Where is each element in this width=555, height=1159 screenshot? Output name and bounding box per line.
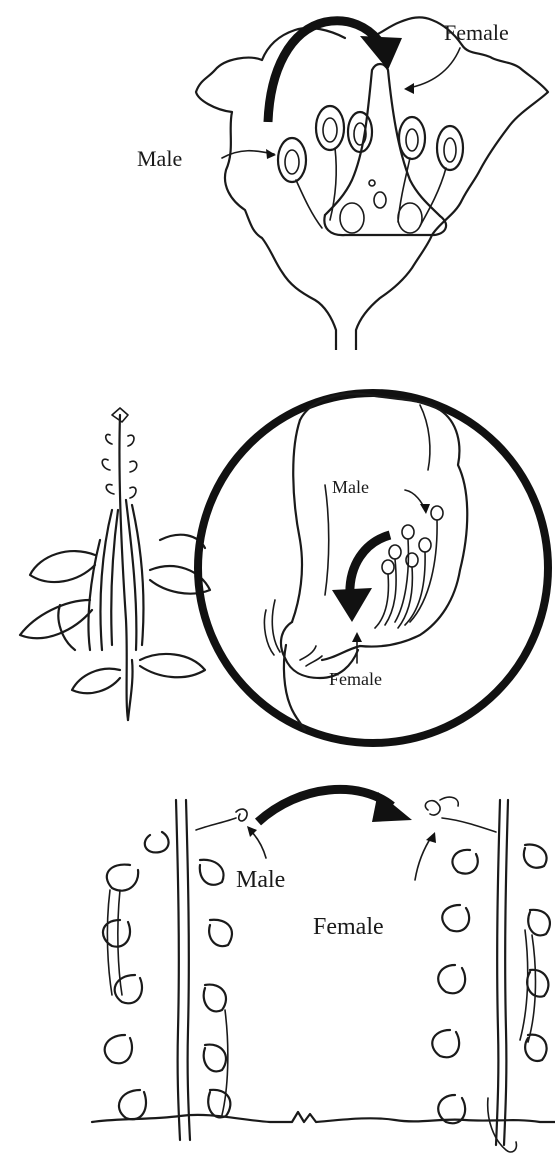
male-label: Male <box>137 146 182 171</box>
flower-cross-section-figure: Male Female <box>0 0 555 350</box>
ovule-left <box>340 203 364 233</box>
stem <box>336 345 356 350</box>
magnified-stamens <box>375 506 443 628</box>
female-label: Female <box>444 20 509 45</box>
ovule-center <box>374 192 386 208</box>
magnifier-ring <box>198 393 548 743</box>
flower-outline <box>196 17 548 345</box>
ovule-right <box>398 203 422 233</box>
female-pointer <box>408 48 460 88</box>
bean-plant <box>20 408 210 720</box>
female-label: Female <box>313 914 384 940</box>
male-label: Male <box>332 477 369 497</box>
pollination-arrow <box>268 21 378 122</box>
ovule-top <box>369 180 375 186</box>
bean-plant-magnified-figure: Male Female <box>0 360 555 760</box>
ovary <box>324 215 446 235</box>
flower-cross-section-drawing: Male Female <box>0 0 555 350</box>
female-pointer <box>415 836 432 880</box>
ground-line <box>92 1112 555 1122</box>
self-pollination-arrow-head <box>332 588 372 622</box>
cross-pollination-figure: Male Female <box>0 770 555 1159</box>
male-label: Male <box>236 867 285 893</box>
cross-pollination-drawing: Male Female <box>0 770 555 1159</box>
left-vine-plant <box>103 800 247 1140</box>
cross-pollination-arrow-head <box>372 792 412 822</box>
female-label: Female <box>329 669 382 689</box>
right-vine-plant <box>425 797 550 1152</box>
bean-plant-drawing: Male Female <box>0 360 555 760</box>
stamens <box>278 106 463 228</box>
cross-pollination-arrow <box>258 789 392 822</box>
